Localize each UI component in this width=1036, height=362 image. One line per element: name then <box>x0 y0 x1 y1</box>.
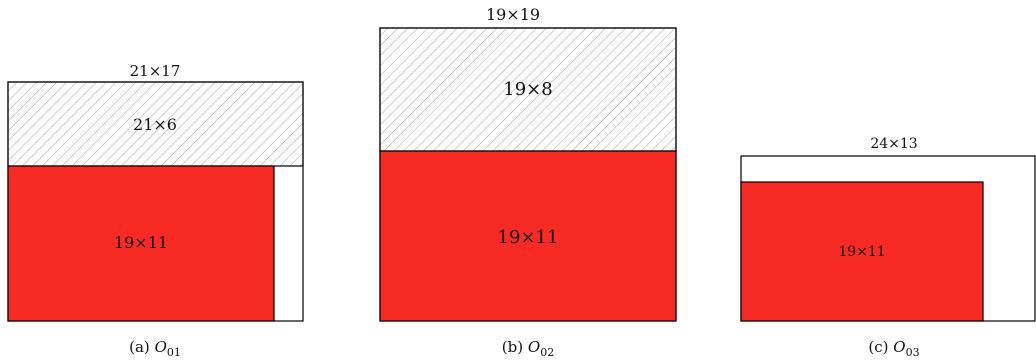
panel-c-block-label: 19×11 <box>838 244 885 260</box>
panel-a-block-label: 19×11 <box>114 233 168 252</box>
panel-c-caption: (c) O03 <box>868 338 919 359</box>
panel-c: 24×13 19×11 (c) O03 <box>740 136 1036 359</box>
panel-b-caption: (b) O02 <box>502 338 554 359</box>
panel-b-hatched-region <box>379 27 677 152</box>
panel-c-container-label: 24×13 <box>870 136 917 152</box>
panel-b-hatched-label: 19×8 <box>503 79 552 100</box>
panel-a-caption: (a) O01 <box>129 338 181 359</box>
panel-a-hatched-region <box>7 81 304 167</box>
panel-b-container-label: 19×19 <box>486 5 540 24</box>
panel-a-block <box>7 165 275 322</box>
panel-c-block <box>740 181 984 322</box>
panel-a: 21×17 21×6 19×11 (a) O01 <box>7 62 304 359</box>
panel-a-hatched-label: 21×6 <box>133 115 177 134</box>
panel-a-container-label: 21×17 <box>130 62 181 80</box>
panel-b-block <box>379 150 677 322</box>
panel-b-block-label: 19×11 <box>498 227 559 248</box>
panel-b: 19×19 19×8 19×11 (b) O02 <box>379 5 677 359</box>
